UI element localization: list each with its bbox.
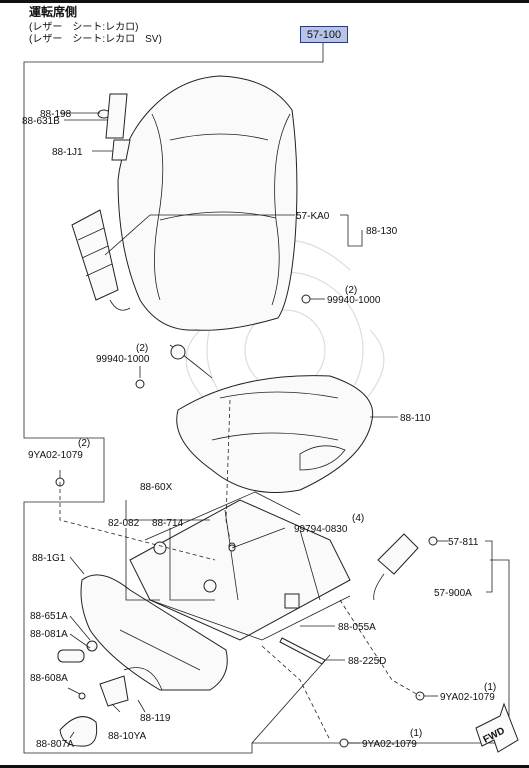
callout-99794-0830[interactable]: 99794-0830 [294, 524, 348, 535]
callout-88-714[interactable]: 88-714 [152, 518, 184, 529]
callout-qty-99794: (4) [352, 513, 364, 524]
bottom-border [0, 765, 529, 768]
seat-side-cover [80, 574, 228, 691]
callout-88-198[interactable]: 88-198 [40, 109, 72, 120]
leader-lines [59, 112, 493, 744]
fwd-arrow-icon [475, 702, 519, 753]
callout-88-807a[interactable]: 88-807A [36, 739, 74, 750]
callout-9ya02-1079-right[interactable]: 9YA02-1079 [440, 692, 495, 703]
page-title: 運転席側 [29, 5, 78, 19]
seat-cushion [176, 375, 374, 493]
callout-88-130[interactable]: 88-130 [366, 226, 398, 237]
small-lever-parts [57, 640, 163, 747]
wire-harness-clip [279, 637, 326, 665]
callout-88-10ya[interactable]: 88-10YA [108, 731, 147, 742]
callout-57-ka0[interactable]: 57-KA0 [296, 211, 330, 222]
boundary-diagonal [251, 654, 331, 744]
callout-88-225d[interactable]: 88-225D [348, 656, 386, 667]
callout-88-1j1[interactable]: 88-1J1 [52, 147, 83, 158]
callout-99940-1000-right[interactable]: 99940-1000 [327, 295, 381, 306]
callout-9ya02-1079-bottom[interactable]: 9YA02-1079 [362, 739, 417, 750]
callout-88-608a[interactable]: 88-608A [30, 673, 68, 684]
callout-qty-99940-left: (2) [136, 343, 148, 354]
callout-88-60x[interactable]: 88-60X [140, 482, 173, 493]
callout-88-651a[interactable]: 88-651A [30, 611, 68, 622]
seat-frame-rails [129, 491, 351, 641]
callout-57-900a[interactable]: 57-900A [434, 588, 472, 599]
dashed-guides [59, 399, 421, 741]
seatbelt-buckle [373, 533, 438, 601]
callout-57-811[interactable]: 57-811 [448, 537, 479, 548]
bolt-icons-back [135, 294, 311, 389]
callout-88-081a[interactable]: 88-081A [30, 629, 68, 640]
headrest-parts [97, 93, 131, 161]
callout-qty-9ya-bottom: (1) [410, 728, 422, 739]
callout-qty-99940-right: (2) [345, 285, 357, 296]
callout-99940-1000-left[interactable]: 99940-1000 [96, 354, 150, 365]
variant-line-2: (レザー シート:レカロ SV) [29, 34, 162, 45]
assembly-part-link-57-100[interactable]: 57-100 [300, 26, 348, 43]
callout-qty-9ya-right: (1) [484, 682, 496, 693]
callout-88-119[interactable]: 88-119 [140, 713, 171, 724]
callout-qty-9ya-top: (2) [78, 438, 90, 449]
callout-82-082[interactable]: 82-082 [108, 518, 140, 529]
bolt-icon-bottom [339, 738, 349, 748]
top-border [0, 0, 529, 3]
callout-88-055a[interactable]: 88-055A [338, 622, 376, 633]
seat-back [117, 75, 298, 331]
callout-88-110[interactable]: 88-110 [400, 413, 431, 424]
callout-88-1g1[interactable]: 88-1G1 [32, 553, 66, 564]
callout-88-631b[interactable]: 88-631B [22, 116, 60, 127]
callout-9ya02-1079-top[interactable]: 9YA02-1079 [28, 450, 83, 461]
variant-line-1: (レザー シート:レカロ) [29, 22, 139, 33]
lumbar-pad [71, 209, 131, 311]
